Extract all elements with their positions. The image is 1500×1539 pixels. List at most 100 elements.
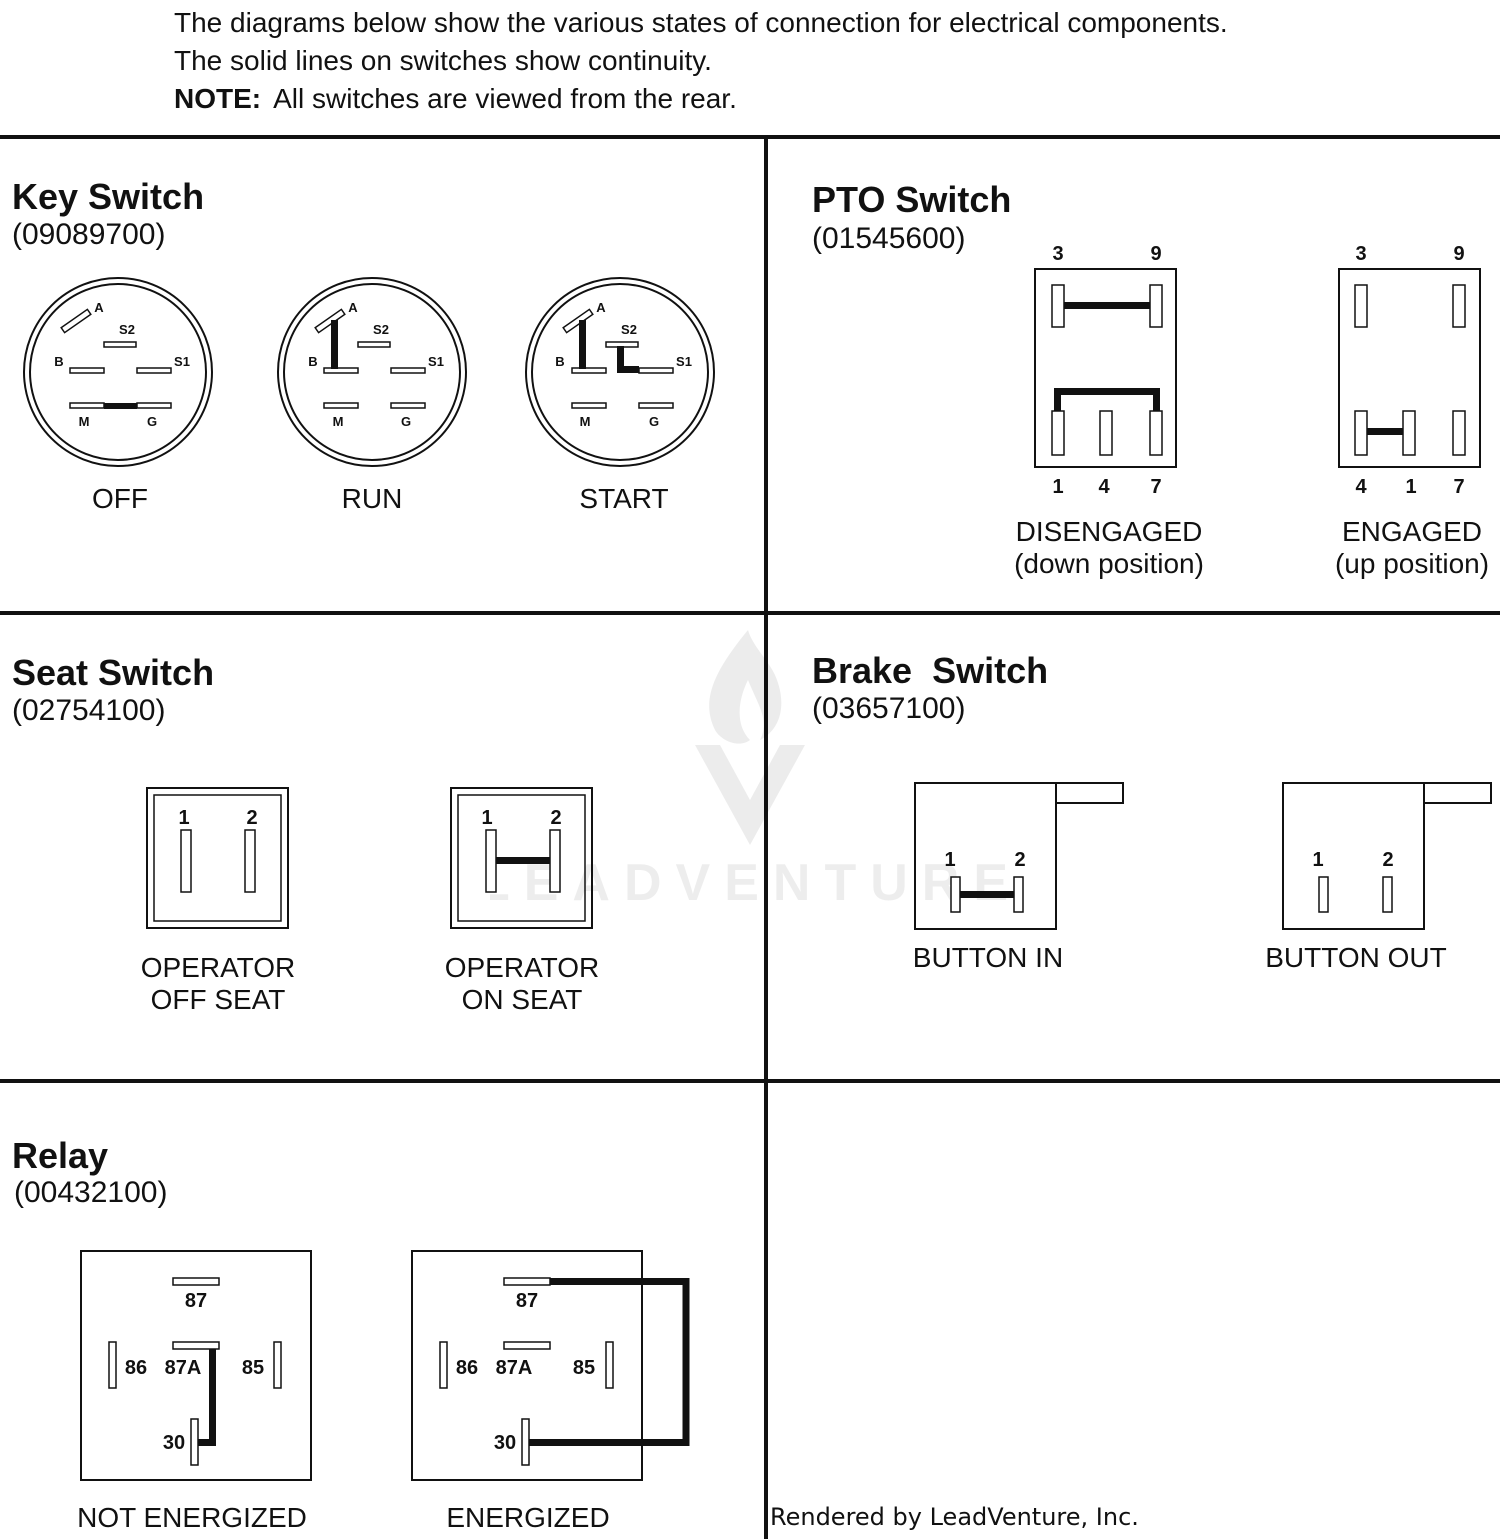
key-switch-start-label: START [579,483,669,514]
svg-text:87: 87 [185,1290,207,1312]
relay-energized-label: ENERGIZED [446,1502,610,1533]
key-switch-start: A S2 B S1 M G [525,277,715,467]
seat-switch-on-seat: 1 2 [450,787,593,929]
key-switch-diagrams: A S2 B S1 M G A S2 B S1 M G A [23,277,715,467]
svg-text:4: 4 [1098,476,1110,498]
svg-text:A: A [348,300,358,315]
watermark-text: LEADVENTURE [490,854,1010,910]
key-switch-off-label: OFF [92,483,148,514]
svg-text:G: G [649,414,659,429]
svg-text:7: 7 [1453,476,1464,498]
svg-text:1: 1 [944,849,955,871]
svg-text:1: 1 [178,807,189,829]
relay-not-energized: 87 86 87A 85 30 [80,1250,312,1481]
svg-text:86: 86 [456,1357,478,1379]
key-switch-off: A S2 B S1 M G [23,277,213,467]
pto-switch-disengaged: 3 9 1 4 7 [1034,243,1177,498]
brake-switch-title: Brake Switch [812,650,1049,691]
svg-text:3: 3 [1355,243,1366,265]
svg-text:G: G [147,414,157,429]
key-switch-part-number: (09089700) [12,218,166,251]
seat-switch-part-number: (02754100) [12,694,166,727]
seat-on-label: OPERATOR ON SEAT [422,952,622,1016]
svg-text:A: A [596,300,606,315]
svg-text:30: 30 [163,1432,185,1454]
brake-switch-part-number: (03657100) [812,692,966,725]
relay-part-number: (00432100) [14,1176,168,1209]
svg-text:85: 85 [242,1357,264,1379]
svg-text:B: B [308,354,317,369]
divider-middle [0,611,1500,615]
relay-energized: 87 86 87A 85 30 [411,1250,690,1481]
svg-text:7: 7 [1150,476,1161,498]
svg-text:3: 3 [1052,243,1063,265]
svg-text:S2: S2 [119,322,135,337]
pto-engaged-state: ENGAGED [1341,516,1483,547]
svg-text:S2: S2 [621,322,637,337]
svg-text:1: 1 [1312,849,1323,871]
svg-text:9: 9 [1453,243,1464,265]
svg-text:2: 2 [1382,849,1393,871]
svg-text:B: B [54,354,63,369]
seat-off-label-line1: OPERATOR [140,952,296,983]
svg-text:G: G [401,414,411,429]
svg-text:2: 2 [550,807,561,829]
svg-text:S1: S1 [428,354,444,369]
pto-disengaged-label: DISENGAGED (down position) [998,516,1220,580]
svg-text:S2: S2 [373,322,389,337]
seat-on-label-line1: OPERATOR [444,952,600,983]
svg-text:M: M [333,414,344,429]
leadventure-watermark: LEADVENTURE [490,630,1010,910]
svg-text:1: 1 [481,807,492,829]
pto-disengaged-state: DISENGAGED [1015,516,1203,547]
svg-text:S1: S1 [676,354,692,369]
pto-switch-part-number: (01545600) [812,222,966,255]
rendered-by-footer: Rendered by LeadVenture, Inc. [770,1503,1139,1531]
brake-out-label: BUTTON OUT [1265,942,1447,973]
intro-text: The diagrams below show the various stat… [174,4,1228,118]
svg-text:B: B [555,354,564,369]
svg-text:30: 30 [494,1432,516,1454]
brake-in-label: BUTTON IN [912,942,1064,973]
pto-switch-diagrams: 3 9 1 4 7 3 9 4 1 7 [1034,243,1481,498]
key-switch-title: Key Switch [12,176,205,217]
intro-line-2: The solid lines on switches show continu… [174,45,712,76]
svg-text:85: 85 [573,1357,595,1379]
brake-switch-button-out: 1 2 [1282,782,1492,930]
seat-on-label-line2: ON SEAT [461,984,583,1015]
svg-text:S1: S1 [174,354,190,369]
brake-switch-diagrams: 1 2 1 2 [914,782,1492,930]
flame-icon [709,630,782,744]
key-switch-run-label: RUN [341,483,403,514]
seat-switch-off-seat: 1 2 [146,787,289,929]
key-switch-run: A S2 B S1 M G [277,277,467,467]
pto-engaged-position: (up position) [1334,548,1490,579]
relay-title: Relay [12,1135,109,1176]
seat-switch-diagrams: 1 2 1 2 [146,787,593,929]
pto-switch-title: PTO Switch [812,179,1012,220]
pto-engaged-label: ENGAGED (up position) [1324,516,1500,580]
svg-text:A: A [94,300,104,315]
svg-text:86: 86 [125,1357,147,1379]
relay-diagrams: 87 86 87A 85 30 87 86 87A 85 30 [80,1250,690,1481]
svg-text:4: 4 [1355,476,1367,498]
intro-line-1: The diagrams below show the various stat… [174,7,1228,38]
svg-text:M: M [580,414,591,429]
svg-text:9: 9 [1150,243,1161,265]
seat-off-label-line2: OFF SEAT [150,984,286,1015]
seat-switch-title: Seat Switch [12,652,215,693]
svg-text:2: 2 [246,807,257,829]
note-text: All switches are viewed from the rear. [273,83,737,114]
divider-lower [0,1079,1500,1083]
relay-not-energized-label: NOT ENERGIZED [77,1502,307,1533]
svg-text:87A: 87A [165,1357,202,1379]
svg-text:87: 87 [516,1290,538,1312]
pto-disengaged-position: (down position) [1014,548,1204,579]
divider-vertical [764,137,768,1539]
note-label: NOTE: [174,83,262,114]
intro-note: NOTE: All switches are viewed from the re… [174,80,1228,118]
divider-top [0,135,1500,139]
svg-text:1: 1 [1052,476,1063,498]
seat-off-label: OPERATOR OFF SEAT [118,952,318,1016]
svg-text:2: 2 [1014,849,1025,871]
